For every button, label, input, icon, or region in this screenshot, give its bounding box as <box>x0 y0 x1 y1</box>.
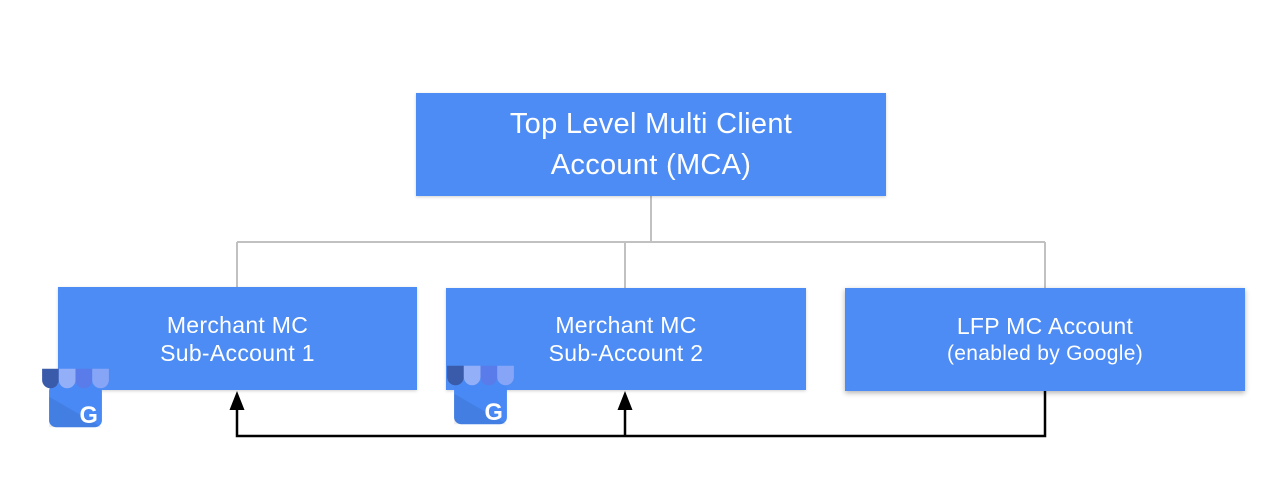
google-g-letter: G <box>80 403 98 429</box>
google-business-profile-icon: G <box>447 365 514 426</box>
node-label-line2: Sub-Account 2 <box>548 340 704 366</box>
storefront-body <box>454 381 507 425</box>
tree-connector-lines <box>236 196 1046 288</box>
awning-stripe-3 <box>75 368 93 389</box>
node-label-line1: Merchant MC <box>166 311 309 338</box>
storefront-fold <box>454 393 507 425</box>
node-label-line2: Account (MCA) <box>550 148 752 181</box>
awning-stripe-3 <box>480 365 498 386</box>
arrowhead-to-sub2 <box>617 391 633 410</box>
awning-stripe-2 <box>463 365 481 386</box>
awning-stripe-2 <box>58 368 76 389</box>
awning-stripe-4 <box>92 368 109 389</box>
google-business-profile-icon: G <box>42 368 109 429</box>
awning-stripe-1 <box>447 365 464 386</box>
node-label-line2: (enabled by Google) <box>947 341 1143 365</box>
google-g-letter: G <box>485 400 503 426</box>
node-label-line1: Merchant MC <box>555 312 697 338</box>
lfp-feed-arrow-path <box>235 391 1047 438</box>
arrowhead-to-sub1 <box>229 391 245 410</box>
awning-stripe-1 <box>42 368 59 389</box>
storefront-body <box>49 384 102 428</box>
node-label-line1: Top Level Multi Client <box>509 107 793 140</box>
node-label-line1: LFP MC Account <box>956 312 1134 339</box>
node-label-line2: Sub-Account 1 <box>160 339 315 366</box>
node-top-level-mca: Top Level Multi Client Account (MCA) <box>416 93 886 196</box>
awning-stripe-4 <box>497 365 514 386</box>
node-merchant-sub-account-1: Merchant MC Sub-Account 1 <box>58 287 417 390</box>
node-lfp-mc-account: LFP MC Account (enabled by Google) <box>845 288 1245 391</box>
